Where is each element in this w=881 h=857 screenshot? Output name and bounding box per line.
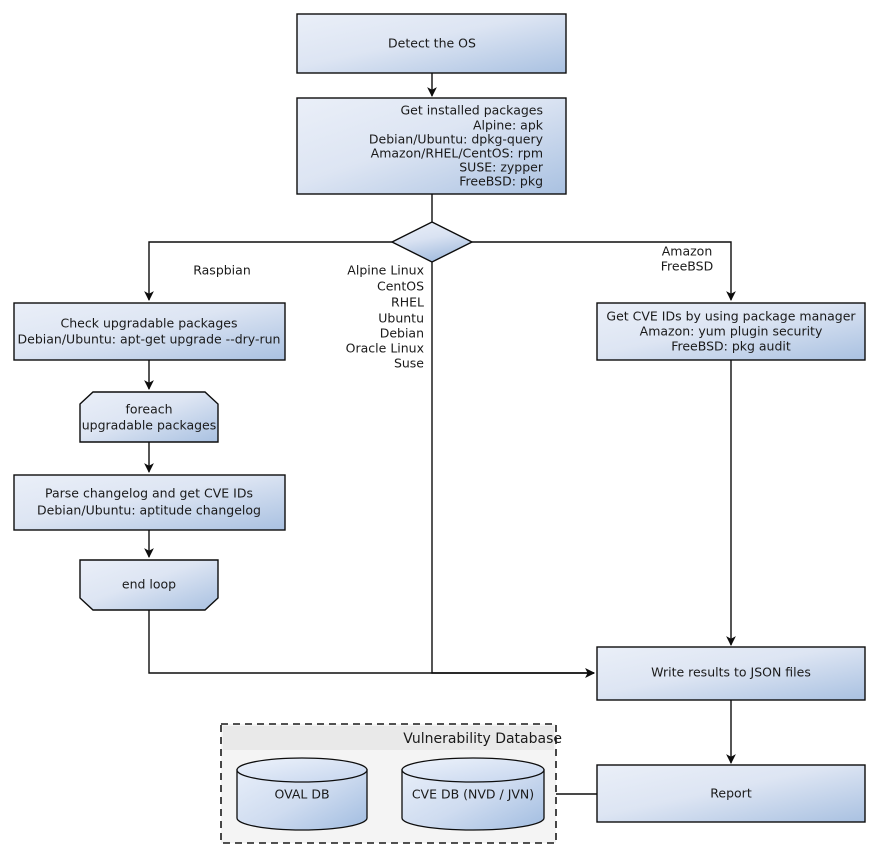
cve-db-top: [401, 757, 545, 783]
parse-changelog-line-2: Debian/Ubuntu: aptitude changelog: [37, 503, 261, 518]
node-end-loop[interactable]: end loop: [79, 559, 219, 611]
edge-label-os-rhel: RHEL: [391, 295, 424, 310]
node-os-decision[interactable]: [390, 221, 474, 263]
node-detect-os[interactable]: Detect the OS: [296, 13, 567, 74]
end-loop-label: end loop: [122, 577, 176, 592]
edge-label-freebsd: FreeBSD: [661, 259, 713, 274]
get-installed-packages-box[interactable]: [296, 97, 567, 195]
oval-db-top: [236, 757, 368, 783]
cve-db-label: CVE DB (NVD / JVN): [412, 787, 534, 802]
get-installed-packages-line-5: SUSE: zypper: [459, 160, 544, 175]
node-get-cve-ids-package-manager[interactable]: Get CVE IDs by using package manager Ama…: [596, 302, 866, 361]
foreach-loop-line-1: foreach: [125, 402, 172, 417]
edge-label-os-oracle-linux: Oracle Linux: [346, 341, 424, 356]
cve-db-body: [401, 769, 545, 831]
oval-db-cylinder: OVAL DB: [236, 757, 368, 831]
parse-changelog-line-1: Parse changelog and get CVE IDs: [45, 486, 253, 501]
vulnerability-database-group: Vulnerability Database OVAL DB CVE DB (N…: [220, 723, 562, 844]
write-results-box[interactable]: [596, 646, 866, 701]
node-check-upgradable-packages[interactable]: Check upgradable packages Debian/Ubuntu:…: [13, 302, 286, 361]
node-write-results[interactable]: Write results to JSON files: [596, 646, 866, 701]
oval-db-label: OVAL DB: [274, 787, 329, 802]
edge-label-os-ubuntu: Ubuntu: [378, 311, 424, 326]
edge-label-os-alpine-linux: Alpine Linux: [347, 263, 424, 278]
node-get-installed-packages[interactable]: Get installed packages Alpine: apk Debia…: [296, 97, 567, 195]
edge-label-amazon: Amazon: [662, 244, 713, 259]
node-report[interactable]: Report: [596, 764, 866, 823]
vulnerability-database-title: Vulnerability Database: [403, 731, 562, 747]
cve-db-cylinder: CVE DB (NVD / JVN): [401, 757, 545, 831]
write-results-label: Write results to JSON files: [651, 665, 811, 680]
edge-endloop-to-write-results: [148, 610, 595, 678]
get-installed-packages-line-1: Get installed packages: [400, 103, 543, 118]
edge-label-middle-os-list: Alpine Linux CentOS RHEL Ubuntu Debian O…: [346, 263, 425, 371]
report-box[interactable]: [596, 764, 866, 823]
get-installed-packages-line-2: Alpine: apk: [473, 118, 544, 133]
edge-label-raspbian: Raspbian: [193, 263, 251, 278]
os-decision-diamond[interactable]: [390, 221, 474, 263]
node-parse-changelog[interactable]: Parse changelog and get CVE IDs Debian/U…: [13, 474, 286, 531]
edge-label-os-centos: CentOS: [377, 279, 424, 294]
vulnerability-database-header-band: [223, 726, 554, 750]
end-loop-shape[interactable]: [79, 559, 219, 611]
detect-os-box[interactable]: [296, 13, 567, 74]
detect-os-label: Detect the OS: [388, 36, 476, 51]
get-cve-ids-package-manager-box[interactable]: [596, 302, 866, 361]
check-upgradable-packages-line-2: Debian/Ubuntu: apt-get upgrade --dry-run: [18, 332, 281, 347]
foreach-loop-shape[interactable]: [79, 391, 219, 443]
check-upgradable-packages-line-1: Check upgradable packages: [61, 316, 238, 331]
parse-changelog-box[interactable]: [13, 474, 286, 531]
edge-label-os-debian: Debian: [380, 326, 424, 341]
get-cve-ids-line-1: Get CVE IDs by using package manager: [606, 309, 856, 324]
get-installed-packages-line-6: FreeBSD: pkg: [459, 174, 543, 189]
get-cve-ids-line-2: Amazon: yum plugin security: [640, 324, 823, 339]
edge-label-os-suse: Suse: [394, 356, 424, 371]
edge-decision-to-write-results: [431, 262, 595, 678]
node-foreach-loop[interactable]: foreach upgradable packages: [79, 391, 219, 443]
check-upgradable-packages-box[interactable]: [13, 302, 286, 361]
edge-decision-to-check-upgradable: [144, 241, 392, 301]
foreach-loop-line-2: upgradable packages: [82, 418, 217, 433]
get-installed-packages-line-4: Amazon/RHEL/CentOS: rpm: [371, 146, 543, 161]
oval-db-body: [236, 769, 368, 831]
get-installed-packages-line-3: Debian/Ubuntu: dpkg-query: [369, 132, 544, 147]
edge-label-amazon-freebsd: Amazon FreeBSD: [661, 244, 713, 274]
get-cve-ids-line-3: FreeBSD: pkg audit: [671, 339, 791, 354]
report-label: Report: [710, 786, 752, 801]
edge-decision-to-cve-pkg-manager: [472, 241, 736, 301]
